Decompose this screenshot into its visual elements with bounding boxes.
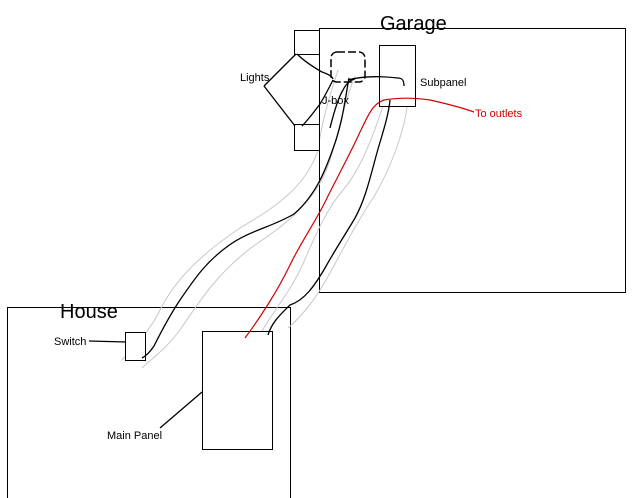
switch-box [125, 332, 146, 361]
main-panel-leader [159, 391, 203, 429]
house-label: House [60, 301, 118, 323]
light-box-upper [294, 30, 320, 55]
switch-leader [88, 340, 127, 343]
conduit-outline [121, 69, 409, 369]
switch-label: Switch [54, 336, 86, 348]
subpanel-box [379, 45, 416, 107]
house-outline [7, 307, 291, 498]
subpanel-to-main-wire [267, 99, 391, 336]
light-wire-top [296, 53, 334, 80]
main-panel-label: Main Panel [107, 430, 162, 442]
garage-label: Garage [380, 13, 447, 35]
main-panel-box [202, 331, 273, 450]
light-wire-bottom [301, 79, 334, 127]
jbox-label: J-box [322, 95, 349, 107]
lights-label: Lights [240, 72, 270, 84]
black-wires [88, 53, 405, 429]
outlet-wire [244, 97, 475, 339]
jbox-to-switch [141, 77, 350, 359]
jbox-wire-light [329, 78, 356, 129]
lights-leader-lower [263, 85, 296, 127]
garage-outline [319, 28, 626, 293]
jbox-to-subpanel [347, 76, 405, 87]
subpanel-label: Subpanel [420, 77, 467, 89]
lights-leader-upper [263, 53, 297, 87]
to-outlets-label: To outlets [475, 108, 523, 120]
light-box-lower [294, 124, 320, 151]
